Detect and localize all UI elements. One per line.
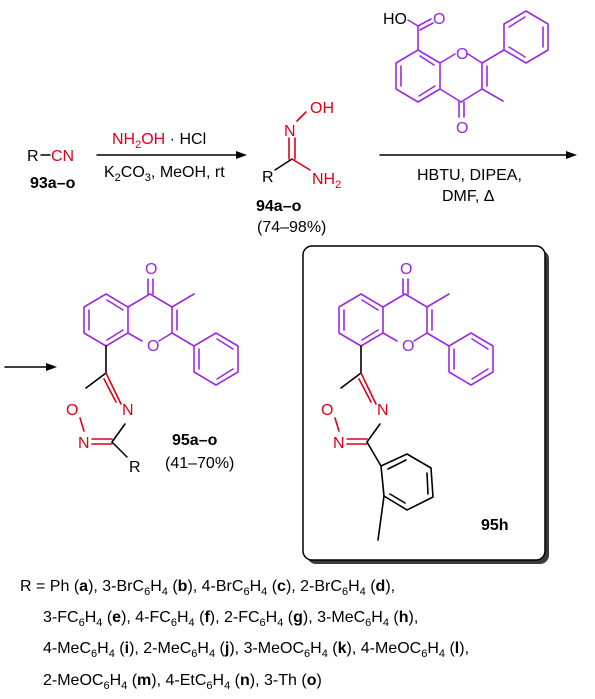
legend-item: 3-MeC6H4 (h) xyxy=(317,609,414,630)
legend-item: 3-MeOC6H4 (k) xyxy=(243,640,352,661)
legend-item: 4-MeC6H4 (i) xyxy=(43,640,135,661)
svg-text:N: N xyxy=(377,402,389,419)
compound-95-yield: (41–70%) xyxy=(165,455,234,472)
conditions-2-line1: HBTU, DIPEA, xyxy=(417,167,522,184)
legend-item: 3-BrC6H4 (b) xyxy=(102,578,193,599)
amidoxime-nh2: NH2 xyxy=(312,171,341,191)
amidoxime-oh: OH xyxy=(310,100,334,117)
product-r-group: R xyxy=(129,459,141,476)
compound-95-label: 95a–o xyxy=(172,432,218,449)
svg-text:N: N xyxy=(78,435,90,452)
compound-94-yield: (74–98%) xyxy=(257,219,326,236)
product-95: O O O N N R xyxy=(66,261,239,476)
substituent-legend: R = Ph (a), 3-BrC6H4 (b), 4-BrC6H4 (c), … xyxy=(20,574,590,699)
reaction-arrow-1: NH2OH · HCl K2CO3, MeOH, rt xyxy=(96,131,247,184)
legend-item: 4-MeOC6H4 (l) xyxy=(360,640,465,661)
legend-line: 3-FC6H4 (e), 4-FC6H4 (f), 2-FC6H4 (g), 3… xyxy=(43,609,419,630)
reaction-arrow-2: HBTU, DIPEA, DMF, Δ xyxy=(379,151,577,205)
chromone-acid: HO O O O xyxy=(383,10,549,137)
svg-text:N: N xyxy=(122,402,134,419)
legend-item: 4-EtC6H4 (n) xyxy=(165,671,256,692)
amidoxime-n: N xyxy=(284,123,296,140)
legend-item: 3-FC6H4 (e) xyxy=(43,609,127,630)
reaction-arrow-3 xyxy=(4,363,57,371)
compound-94-label: 94a–o xyxy=(256,198,302,215)
nitrile-r-group: R xyxy=(27,148,39,165)
legend-item: 2-BrC6H4 (d) xyxy=(300,578,391,599)
amidoxime-94: OH N R NH2 94a–o (74–98%) xyxy=(256,100,341,236)
legend-line: 4-MeC6H4 (i), 2-MeC6H4 (j), 3-MeOC6H4 (k… xyxy=(43,640,470,661)
acid-ring-o: O xyxy=(456,46,468,63)
svg-text:O: O xyxy=(400,261,412,278)
legend-item: 4-FC6H4 (f) xyxy=(135,609,216,630)
legend-item: 2-MeC6H4 (j) xyxy=(143,640,235,661)
acid-carbonyl-o: O xyxy=(433,11,445,28)
legend-item: 3-Th (o) xyxy=(264,671,322,689)
legend-item: 4-BrC6H4 (c) xyxy=(201,578,292,599)
legend-line: 2-MeOC6H4 (m), 4-EtC6H4 (n), 3-Th (o) xyxy=(43,671,322,692)
compound-95h-label: 95h xyxy=(481,517,509,534)
legend-item: Ph (a) xyxy=(49,578,94,595)
reaction-scheme: R CN 93a–o NH2OH · HCl K2CO3, MeOH, rt O… xyxy=(4,10,577,564)
nitrile-93: R CN 93a–o xyxy=(27,148,76,192)
legend-r-equals: R = xyxy=(20,578,50,595)
reagent-conditions-1: K2CO3, MeOH, rt xyxy=(104,164,225,184)
svg-text:O: O xyxy=(402,338,414,355)
compound-93-label: 93a–o xyxy=(30,175,76,192)
svg-text:O: O xyxy=(147,338,159,355)
svg-text:O: O xyxy=(66,402,78,419)
nitrile-cn: CN xyxy=(51,148,74,165)
legend-item: 2-FC6H4 (g) xyxy=(223,609,309,630)
amidoxime-r-group: R xyxy=(262,169,274,186)
acid-ketone-o: O xyxy=(456,120,468,137)
svg-text:O: O xyxy=(145,261,157,278)
legend-item: 2-MeOC6H4 (m) xyxy=(43,671,157,692)
legend-line: R = Ph (a), 3-BrC6H4 (b), 4-BrC6H4 (c), … xyxy=(20,578,396,599)
conditions-2-line2: DMF, Δ xyxy=(442,188,495,205)
reagent-hydroxylamine: NH2OH · HCl xyxy=(112,131,206,151)
acid-ho: HO xyxy=(383,11,407,28)
svg-text:N: N xyxy=(333,435,345,452)
highlight-box-95h: O O O N N xyxy=(302,245,549,564)
svg-text:O: O xyxy=(321,402,333,419)
